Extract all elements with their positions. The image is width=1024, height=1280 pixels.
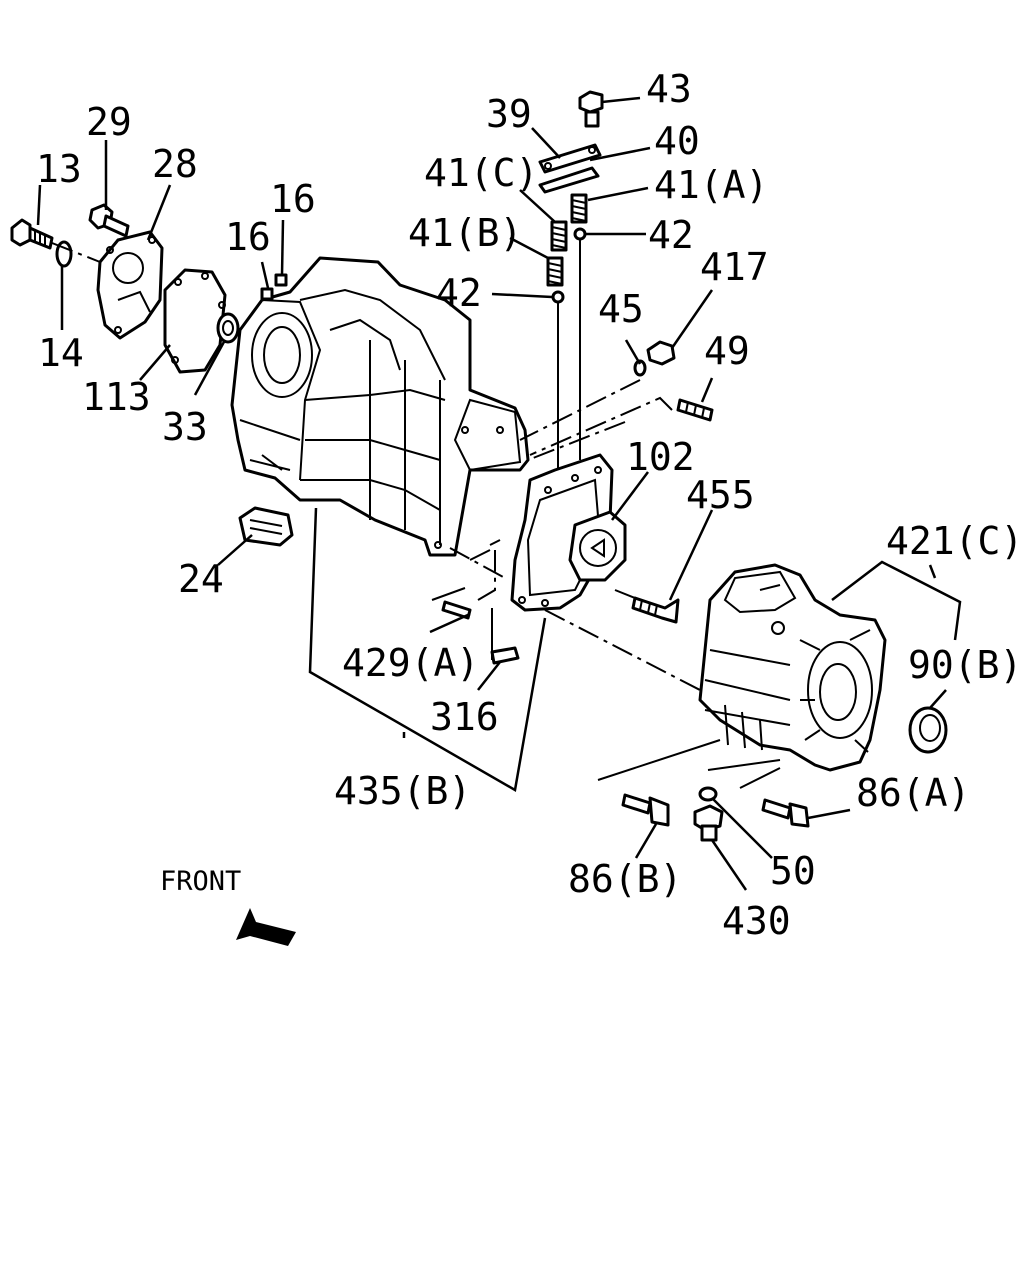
spring-41a: [570, 193, 588, 224]
gasket-40: [538, 166, 600, 194]
plug-16: [260, 273, 288, 301]
label-40: 40: [654, 119, 700, 163]
screw-455: [631, 596, 680, 624]
washer-14: [55, 240, 73, 268]
washer-50: [698, 786, 718, 802]
label-45: 45: [598, 287, 644, 331]
label-455: 455: [686, 473, 755, 517]
ball-42: [551, 227, 587, 304]
spring-41c: [550, 220, 568, 252]
plug-417: [646, 340, 676, 366]
label-41b: 41(B): [408, 211, 522, 255]
label-50: 50: [770, 849, 816, 893]
label-33: 33: [162, 405, 208, 449]
label-43: 43: [646, 67, 692, 111]
oil-seal-33: [216, 312, 240, 344]
label-16-right: 16: [270, 177, 316, 221]
front-arrow-icon: [236, 908, 296, 946]
label-41c: 41(C): [424, 151, 538, 195]
dowel-49: [676, 398, 714, 422]
washer-45: [633, 359, 647, 377]
label-42-right: 42: [648, 213, 694, 257]
bolt-86a: [761, 798, 810, 828]
oil-seal-90b: [908, 706, 948, 754]
label-430: 430: [722, 899, 791, 943]
pin-429a: [441, 600, 472, 620]
leader-lines: [36, 96, 962, 891]
label-14: 14: [38, 331, 84, 375]
extension-housing: [698, 563, 887, 772]
spring-41b: [546, 256, 564, 287]
label-90b: 90(B): [908, 643, 1022, 687]
front-label: FRONT: [160, 866, 241, 897]
label-29: 29: [86, 100, 132, 144]
transmission-case: [230, 256, 530, 557]
label-49: 49: [704, 329, 750, 373]
label-113: 113: [82, 375, 151, 419]
label-41a: 41(A): [654, 163, 768, 207]
front-cover-28: [96, 230, 164, 340]
plate-316: [490, 646, 520, 665]
bolt-43: [578, 90, 604, 128]
plate-39: [538, 143, 602, 174]
label-86a: 86(A): [856, 771, 970, 815]
bolt-13: [10, 218, 54, 250]
label-28: 28: [152, 142, 198, 186]
label-421c: 421(C): [886, 519, 1023, 563]
assembly-lines: [51, 240, 781, 789]
bolt-29: [88, 203, 130, 238]
part-labels: 13 29 28 14 113 33 16 16 24 39 43 40 41(…: [36, 67, 1023, 943]
label-13: 13: [36, 147, 82, 191]
label-102: 102: [626, 435, 695, 479]
label-39: 39: [486, 92, 532, 136]
label-316: 316: [430, 695, 499, 739]
bolt-86b: [621, 793, 670, 827]
plug-430: [693, 804, 724, 842]
label-16-left: 16: [225, 215, 271, 259]
bearing-retainer-102: [568, 510, 627, 582]
label-435b: 435(B): [334, 769, 471, 813]
label-24: 24: [178, 557, 224, 601]
label-42-left: 42: [436, 271, 482, 315]
label-429a: 429(A): [342, 641, 479, 685]
gasket-113: [163, 268, 227, 374]
label-86b: 86(B): [568, 857, 682, 901]
label-417: 417: [700, 245, 769, 289]
